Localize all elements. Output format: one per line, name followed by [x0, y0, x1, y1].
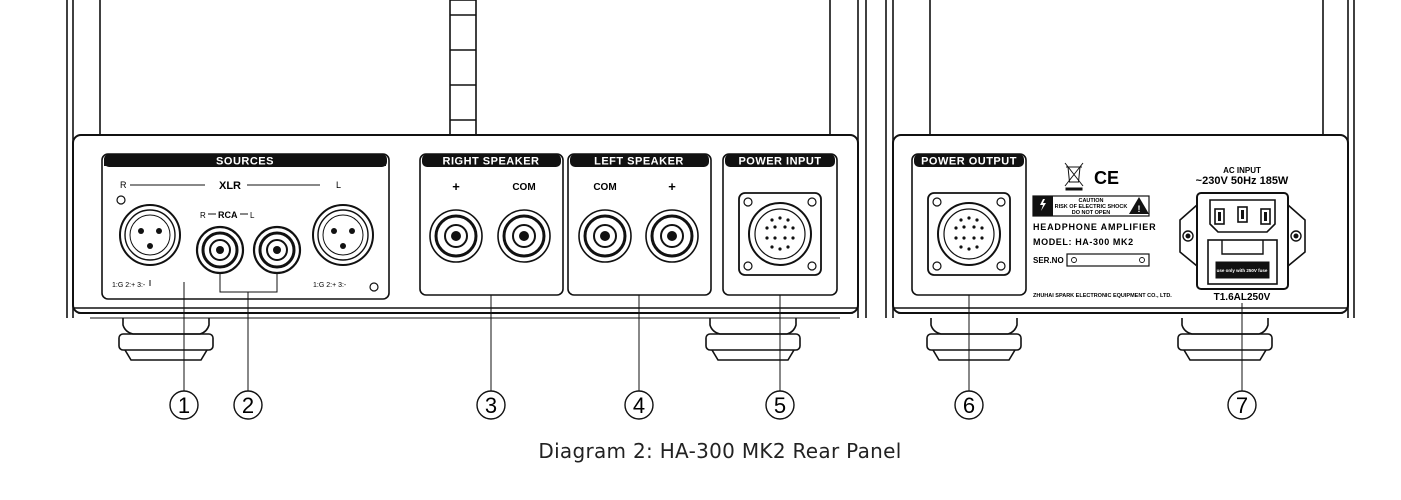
diagram-caption: Diagram 2: HA-300 MK2 Rear Panel [538, 439, 901, 463]
xlr-connector-right-channel[interactable] [119, 204, 181, 266]
caution-line-3: DO NOT OPEN [1072, 210, 1111, 216]
rca-r-label: R [200, 211, 206, 220]
xlr-label: XLR [219, 180, 241, 192]
fuse-rating: T1.6AL250V [1214, 292, 1271, 303]
callout-2: 2 [233, 390, 263, 420]
callout-markers: 1 2 3 4 5 6 7 [169, 390, 1257, 420]
caution-text: CAUTION [1078, 198, 1103, 204]
callout-1: 1 [169, 390, 199, 420]
exclamation-warning-icon [1129, 197, 1149, 214]
svg-text:4: 4 [633, 393, 645, 418]
foot-right-1 [926, 318, 1022, 361]
iec-power-socket[interactable] [1179, 192, 1306, 290]
right-speaker-com-label: COM [512, 182, 535, 193]
rca-label: RCA [218, 210, 238, 220]
svg-text:2: 2 [242, 393, 254, 418]
ac-input-title: AC INPUT [1223, 166, 1261, 175]
caution-line-2: RISK OF ELECTRIC SHOCK [1055, 204, 1128, 210]
callout-7: 7 [1227, 390, 1257, 420]
power-output-connector[interactable] [927, 192, 1011, 276]
power-output-section: POWER OUTPUT [911, 153, 1027, 296]
right-speaker-plus-terminal[interactable] [429, 209, 483, 263]
svg-text:3: 3 [485, 393, 497, 418]
left-speaker-com-label: COM [593, 182, 616, 193]
svg-text:5: 5 [774, 393, 786, 418]
right-unit [885, 0, 1355, 318]
left-speaker-plus-label: + [668, 179, 676, 194]
xlr-l-label: L [336, 180, 341, 190]
svg-text:1: 1 [178, 393, 190, 418]
label-plate: CE ! CAUTION RISK OF ELECTRIC SHOCK DO N… [1032, 162, 1172, 299]
power-input-connector[interactable] [738, 192, 822, 276]
manufacturer: ZHUHAI SPARK ELECTRONIC EQUIPMENT CO., L… [1033, 293, 1172, 299]
right-speaker-plus-label: + [452, 179, 460, 194]
sources-header: SOURCES [216, 156, 274, 168]
rca-l-label: L [250, 211, 255, 220]
callout-5: 5 [765, 390, 795, 420]
weee-bin-icon [1064, 162, 1084, 191]
power-input-section: POWER INPUT [722, 153, 838, 296]
svg-text:!: ! [1138, 204, 1141, 214]
power-input-header: POWER INPUT [738, 156, 821, 168]
rca-connector-right-channel[interactable] [195, 225, 245, 275]
ce-mark: CE [1094, 168, 1119, 188]
callout-6: 6 [954, 390, 984, 420]
foot-left-2 [705, 318, 801, 361]
left-speaker-header: LEFT SPEAKER [594, 156, 684, 168]
callout-3: 3 [476, 390, 506, 420]
serial-number-box [1066, 253, 1150, 267]
serial-label: SER.NO [1033, 256, 1064, 265]
ac-input-rating: ~230V 50Hz 185W [1196, 175, 1289, 187]
pin-label-left: 1:G 2:+ 3:- [112, 282, 146, 289]
right-speaker-header: RIGHT SPEAKER [443, 156, 540, 168]
callout-leaders [183, 282, 1243, 391]
left-speaker-plus-terminal[interactable] [645, 209, 699, 263]
svg-text:7: 7 [1236, 393, 1248, 418]
model-number: MODEL: HA-300 MK2 [1033, 237, 1134, 247]
fuse-note: use only with 250V fuse [1217, 268, 1268, 273]
product-name: HEADPHONE AMPLIFIER [1033, 222, 1156, 232]
right-speaker-section: RIGHT SPEAKER + COM [419, 153, 564, 296]
foot-right-2 [1177, 318, 1273, 361]
svg-text:6: 6 [963, 393, 975, 418]
left-unit [66, 0, 867, 319]
left-speaker-section: LEFT SPEAKER COM + [567, 153, 712, 296]
right-speaker-com-terminal[interactable] [497, 209, 551, 263]
sources-section: SOURCES R XLR L R RCA L [101, 153, 390, 300]
ac-input-section: AC INPUT ~230V 50Hz 185W use only with 2… [1179, 166, 1306, 303]
xlr-connector-left-channel[interactable] [312, 204, 374, 266]
callout-4: 4 [624, 390, 654, 420]
rca-connector-left-channel[interactable] [252, 225, 302, 275]
power-output-header: POWER OUTPUT [921, 156, 1017, 168]
pin-label-right: 1:G 2:+ 3:- [313, 282, 347, 289]
foot-left-1 [118, 318, 214, 361]
lightning-warning-icon [1040, 199, 1046, 211]
left-speaker-com-terminal[interactable] [578, 209, 632, 263]
xlr-r-label: R [120, 180, 127, 190]
